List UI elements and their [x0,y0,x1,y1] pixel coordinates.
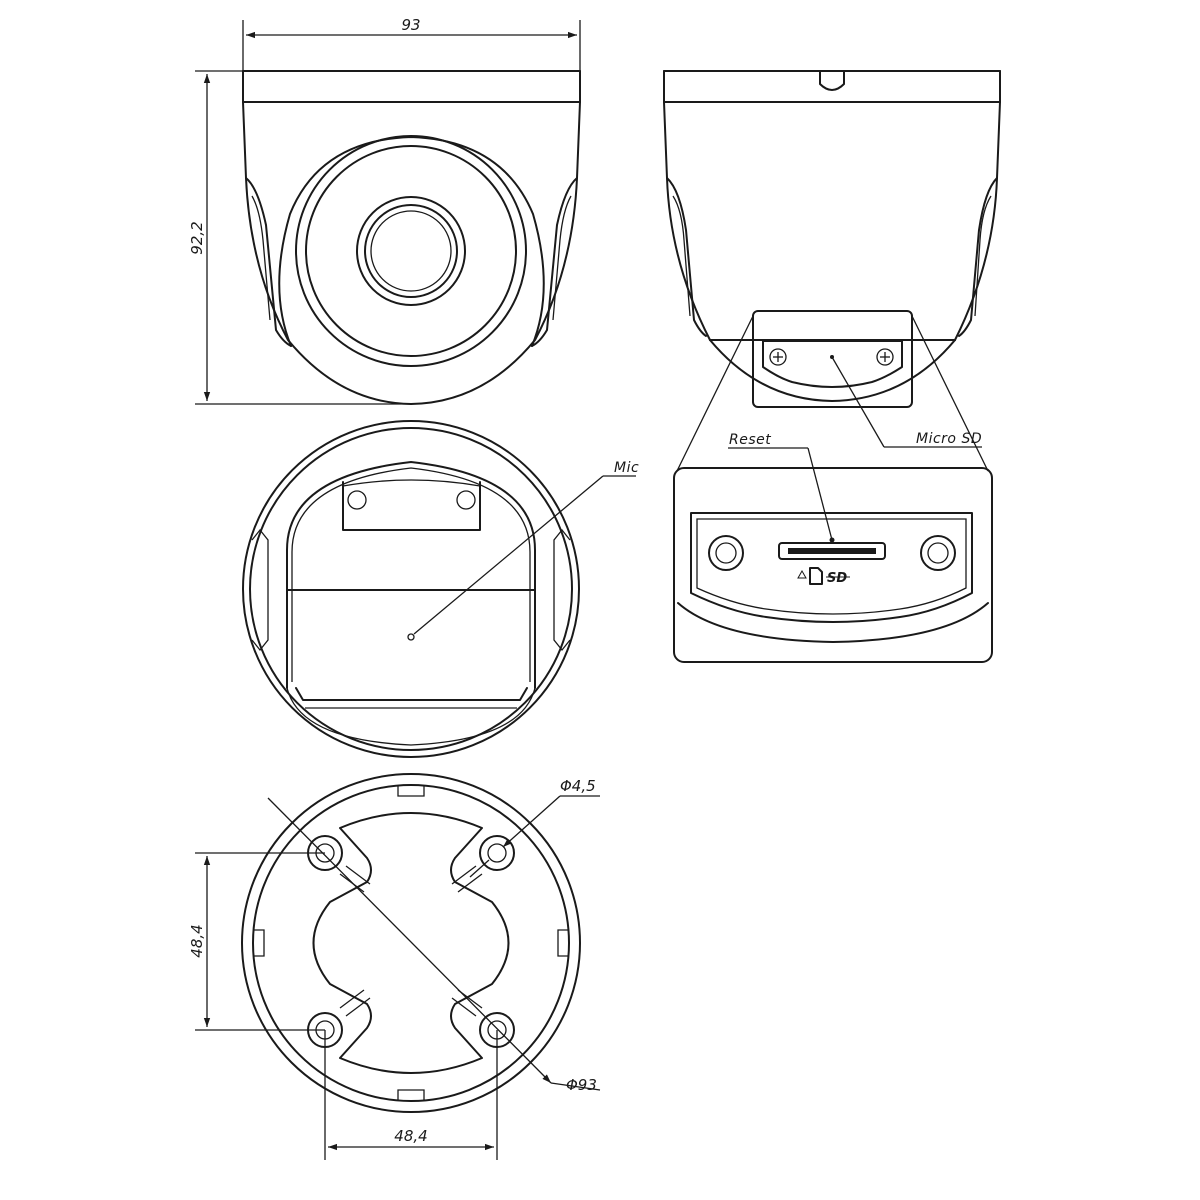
dimension-hole-diameter: Φ4,5 [469,777,600,878]
dimension-base-diameter: Φ93 [267,797,601,1094]
microphone-hole [407,633,415,641]
dimension-hole-spacing-horizontal: 48,4 [324,1030,498,1160]
svg-text:SD: SD [827,571,847,586]
dimension-hole-spacing-horizontal-label: 48,4 [394,1127,427,1145]
triangle-icon [797,569,807,579]
callout-micro-sd: Micro SD [830,355,982,448]
dimension-height: 92,2 [188,70,412,405]
sd-card-icon [809,567,823,585]
callout-reset: Reset [728,432,835,543]
callout-micro-sd-label: Micro SD [916,431,982,447]
dimension-hole-diameter-label: Φ4,5 [560,777,596,795]
micro-sd-slot [778,542,886,560]
dimension-hole-spacing-vertical-label: 48,4 [188,924,206,957]
front-view [242,70,581,405]
side-view [663,70,1001,472]
screw-icon [708,535,744,571]
dimension-width-label: 93 [401,16,420,34]
screw-icon [920,535,956,571]
detail-view: SD [673,467,993,663]
dimension-hole-spacing-vertical: 48,4 [188,852,325,1031]
sd-logo-icon: SD [826,571,850,586]
base-plate-view [241,773,581,1113]
screw-icon [876,348,894,366]
screw-icon [769,348,787,366]
callout-mic: Mic [413,460,639,635]
dimension-base-diameter-label: Φ93 [566,1076,597,1094]
dimension-width: 93 [242,16,581,98]
callout-reset-label: Reset [729,432,771,448]
mounting-hole [479,835,515,871]
callout-mic-label: Mic [614,460,639,476]
dimension-height-label: 92,2 [188,221,206,254]
underside-view [242,420,580,758]
